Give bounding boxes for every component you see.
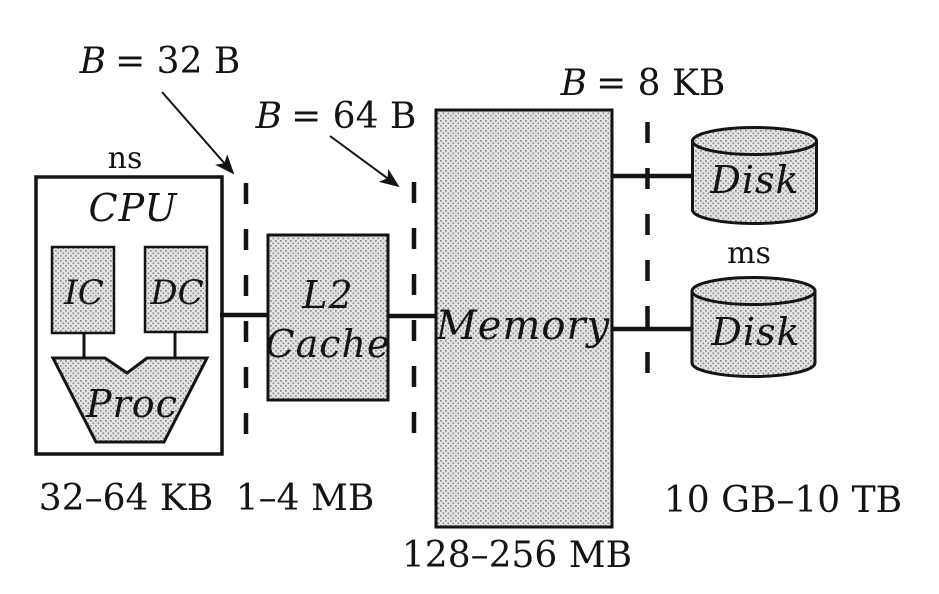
arrow-b64-icon [329, 135, 400, 188]
disk-latency-label: ms [727, 236, 771, 271]
memory-box [434, 108, 614, 529]
block-size-memory-value: = 8 KB [596, 63, 726, 104]
block-size-l1-value: = 32 B [115, 41, 241, 82]
disk1-cylinder-top [691, 126, 818, 156]
processor-trapezoid [50, 356, 210, 444]
processor-label: Proc [86, 382, 178, 426]
disk2-label: Disk [711, 310, 801, 354]
l2-cache-box [266, 233, 390, 402]
disk2-cylinder-body [690, 289, 817, 378]
data-cache-box [143, 245, 209, 334]
block-size-memory-var: B [560, 63, 588, 104]
disk-capacity-label: 10 GB–10 TB [663, 480, 903, 521]
l2-cache-label-line1: L2 [302, 273, 354, 317]
disk1-cylinder-body [691, 139, 818, 225]
block-size-l2-value: = 64 B [291, 96, 417, 137]
block-size-label-memory: B = 8 KB [561, 66, 726, 102]
memory-capacity-label: 128–256 MB [401, 535, 633, 576]
data-cache-label: DC [150, 273, 204, 313]
memory-label: Memory [435, 303, 611, 349]
instruction-cache-label: IC [64, 273, 104, 313]
disk1-label: Disk [710, 158, 800, 202]
l2-cache-label-line2: Cache [265, 322, 391, 366]
block-size-l1-var: B [79, 41, 107, 82]
block-size-label-l1: B = 32 B [80, 44, 241, 80]
cpu-label: CPU [88, 186, 178, 230]
cpu-latency-label: ns [107, 141, 143, 176]
disk2-cylinder-top [690, 276, 817, 306]
arrow-b32-icon [161, 91, 235, 175]
l2-capacity-label: 1–4 MB [235, 478, 375, 519]
block-size-label-l2: B = 64 B [256, 99, 417, 135]
block-size-l2-var: B [255, 96, 283, 137]
cpu-capacity-label: 32–64 KB [38, 478, 214, 519]
